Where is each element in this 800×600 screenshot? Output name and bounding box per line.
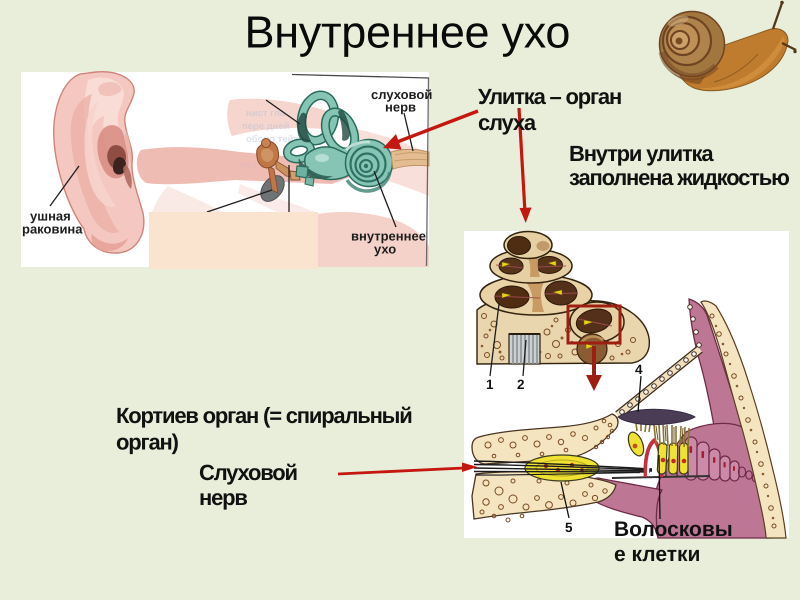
svg-text:1: 1 — [486, 377, 494, 392]
svg-text:слуховой: слуховой — [371, 87, 432, 102]
svg-text:орган): орган) — [116, 430, 179, 455]
svg-text:Слуховой: Слуховой — [199, 460, 297, 485]
svg-text:нерв: нерв — [199, 485, 247, 510]
svg-text:Кортиев орган (= спиральный: Кортиев орган (= спиральный — [116, 403, 412, 428]
svg-text:4: 4 — [635, 362, 643, 377]
svg-text:Внутри улитка: Внутри улитка — [569, 141, 714, 166]
svg-text:нист гла: нист гла — [246, 108, 286, 119]
svg-text:Внутреннее ухо: Внутреннее ухо — [245, 7, 571, 58]
svg-text:Волосковы: Волосковы — [614, 518, 733, 541]
svg-text:раковина: раковина — [22, 222, 83, 237]
svg-text:е клетки: е клетки — [614, 543, 700, 566]
svg-text:заполнена жидкостью: заполнена жидкостью — [569, 165, 789, 190]
svg-text:Улитка – орган: Улитка – орган — [478, 84, 621, 109]
svg-text:слуха: слуха — [478, 110, 537, 135]
svg-text:ухо: ухо — [374, 242, 396, 257]
svg-text:внутреннее: внутреннее — [351, 229, 426, 244]
svg-text:пере дней: пере дней — [242, 121, 290, 132]
svg-text:мот при: мот при — [240, 160, 277, 171]
svg-text:2: 2 — [517, 377, 525, 392]
svg-text:нерв: нерв — [385, 100, 416, 115]
svg-text:ушная: ушная — [30, 209, 71, 224]
svg-text:обоно тейк: обоно тейк — [246, 134, 298, 145]
svg-text:5: 5 — [565, 520, 573, 535]
